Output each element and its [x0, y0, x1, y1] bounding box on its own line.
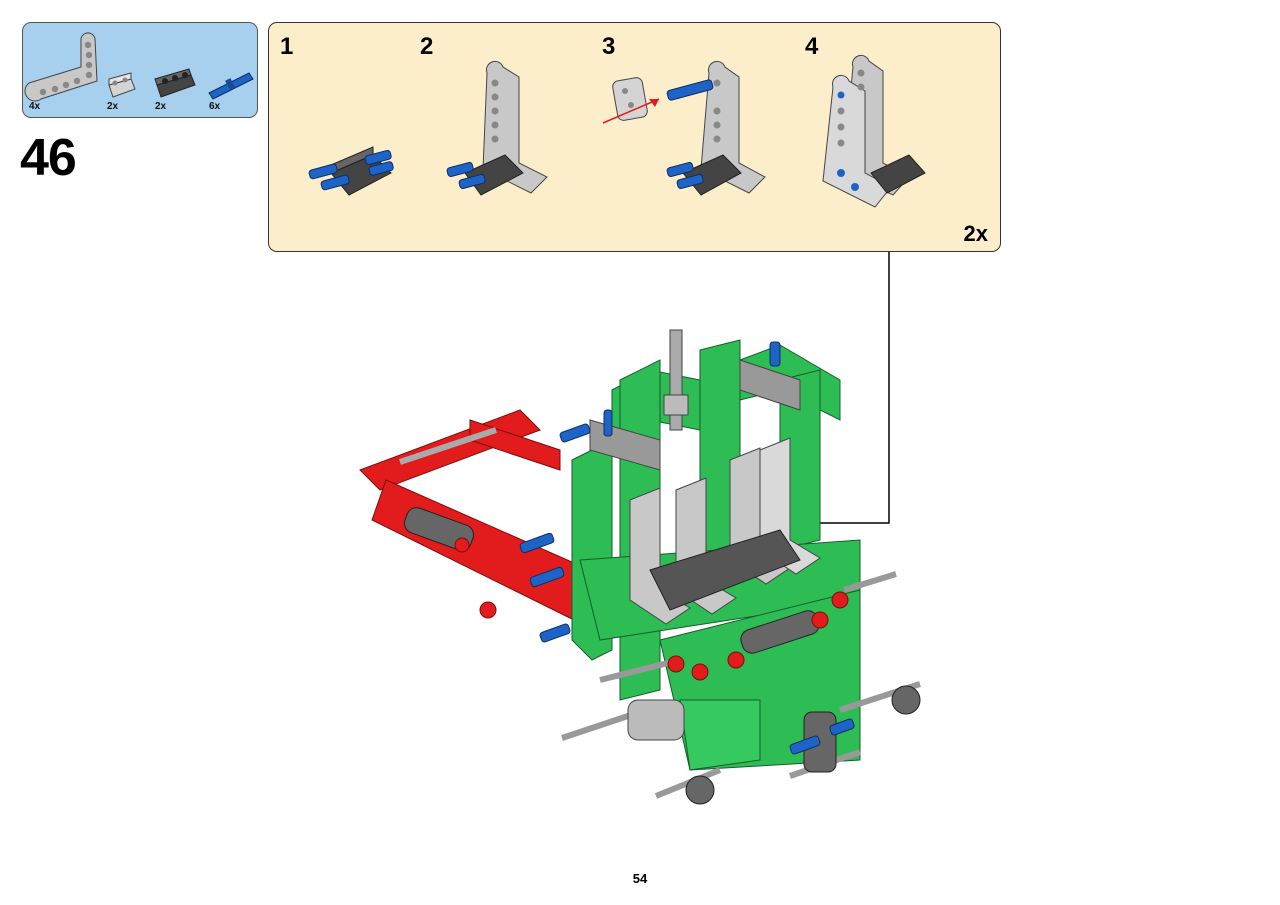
red-pins — [667, 591, 849, 681]
parts-list-callout: 4x 2x 2x 6x — [22, 22, 258, 118]
sub-step-number: 2 — [420, 33, 434, 60]
sub-assembly-multiplier: 2x — [963, 221, 988, 246]
sub-step-3-assembly — [602, 60, 766, 196]
sub-step-2-assembly — [446, 60, 548, 196]
sub-step-1-assembly — [308, 146, 394, 196]
thick-beam-light-gray-icon — [108, 72, 136, 98]
l-beam-light-gray-icon — [24, 32, 98, 102]
sub-assembly-illustration — [308, 54, 926, 208]
blue-pins — [519, 341, 855, 755]
thick-beam-dark-gray-icon — [154, 68, 196, 98]
sub-step-number: 1 — [280, 33, 294, 60]
light-gray-beam-assembly — [589, 359, 821, 625]
blue-axle-pin-icon — [208, 72, 254, 100]
sub-step-4-assembly — [822, 54, 926, 208]
sub-step-number: 4 — [805, 33, 819, 60]
parts-list-illustration — [24, 32, 254, 102]
part-quantity: 6x — [209, 101, 221, 112]
page-number: 54 — [632, 871, 648, 886]
sub-assembly-callout: 1 2 3 4 — [268, 22, 1001, 252]
part-quantity: 2x — [107, 101, 119, 112]
step-number: 46 — [20, 129, 77, 187]
sub-step-number: 3 — [602, 33, 616, 60]
red-frame-assembly — [359, 409, 591, 621]
part-quantity: 2x — [155, 101, 167, 112]
vertical-axle — [663, 329, 689, 431]
part-quantity: 4x — [29, 101, 41, 112]
